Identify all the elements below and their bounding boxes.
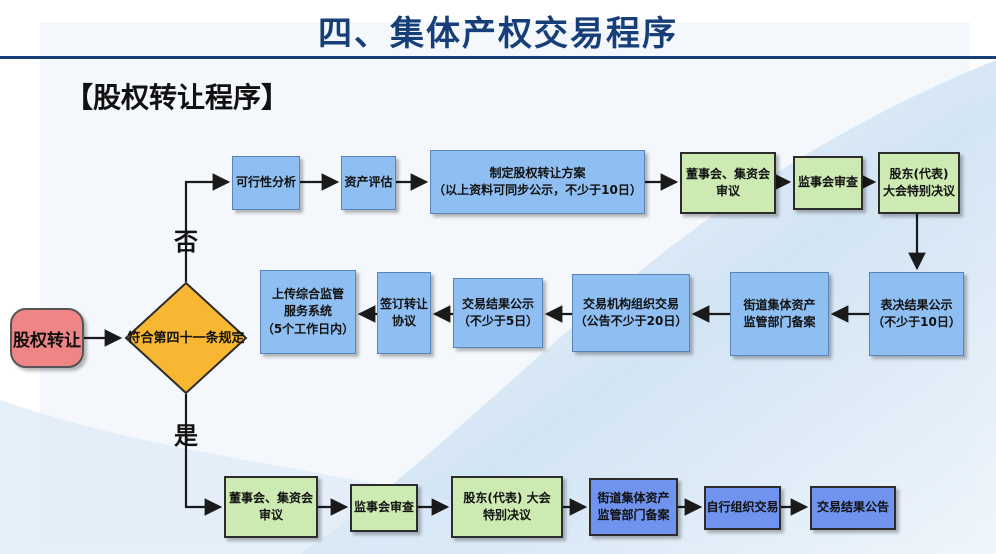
step-asset-evaluation: 资产评估 [341,156,396,210]
step-trade-result-notice: 交易结果公示 （不少于5日） [453,278,543,348]
page-title: 四、集体产权交易程序 [318,14,678,54]
branch-no-label: 否 [174,228,198,256]
start-node: 股权转让 [10,308,84,368]
step-trade-result-announcement: 交易结果公告 [810,486,896,530]
step-street-filing: 街道集体资产 监管部门备案 [730,272,829,356]
step-yes-street-filing: 街道集体资产 监管部门备案 [589,478,678,536]
step-shareholder-resolution: 股东(代表) 大会特别决议 [878,152,960,214]
step-self-organized-trading: 自行组织交易 [704,486,781,530]
step-yes-shareholder-resolution: 股东(代表) 大会 特别决议 [451,476,563,538]
branch-yes-label: 是 [174,422,198,450]
step-organized-trading: 交易机构组织交易 （公告不少于20日） [572,274,690,352]
step-sign-agreement: 签订转让 协议 [377,272,431,354]
decision-label: 符合第四十一条规定 [127,331,245,346]
step-vote-result-notice: 表决结果公示 （不少于10日） [869,272,964,356]
step-transfer-plan: 制定股权转让方案 （以上资料可同步公示，不少于10日） [430,150,645,214]
step-supervisor-review: 监事会审查 [793,156,863,210]
step-yes-supervisor-review: 监事会审查 [350,484,418,532]
title-underline [0,56,996,59]
step-feasibility-analysis: 可行性分析 [232,156,300,210]
step-upload-system: 上传综合监管 服务系统 （5个工作日内） [260,270,356,354]
step-board-review: 董事会、集资会 审议 [680,152,776,214]
section-subtitle: 【股权转让程序】 [65,81,290,114]
decision-diamond [124,281,248,395]
step-yes-board-review: 董事会、集资会 审议 [224,476,318,538]
